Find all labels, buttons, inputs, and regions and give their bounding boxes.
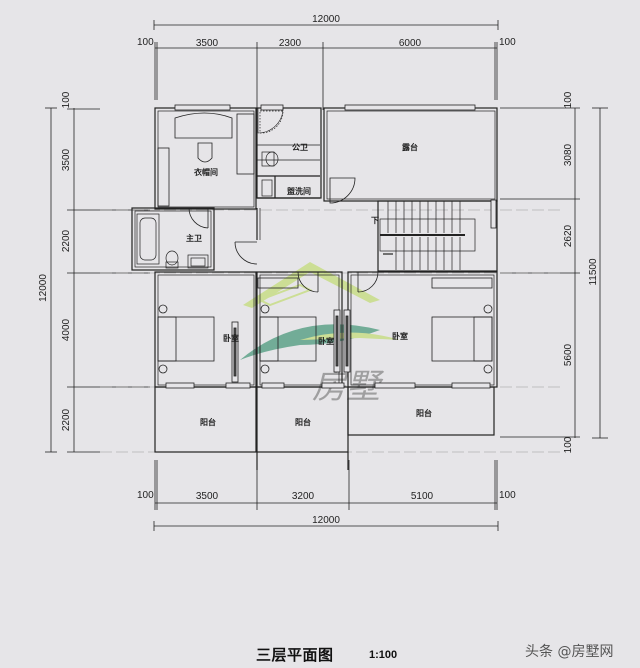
right-dimensions (500, 107, 608, 439)
plan-title: 三层平面图 (256, 646, 334, 664)
top-left-offset-dim: 100 (137, 37, 154, 48)
room-label-bedroom-1: 卧室 (223, 333, 239, 343)
bath-fixtures (136, 110, 284, 269)
door-swings (188, 107, 379, 293)
bottom-dimensions (153, 460, 499, 531)
room-label-bedroom-2: 卧室 (318, 336, 334, 346)
top-seg-1-dim: 3500 (196, 38, 219, 49)
bottom-right-offset-dim: 100 (499, 490, 516, 501)
right-seg-3-dim: 5600 (563, 343, 574, 366)
beds (157, 277, 493, 374)
right-top-offset-dim: 100 (563, 91, 574, 108)
room-label-public-bath: 公卫 (292, 143, 308, 152)
closet-fixtures (157, 112, 255, 207)
room-label-terrace: 露台 (402, 142, 418, 152)
left-top-offset-dim: 100 (61, 91, 72, 108)
left-total-dim: 12000 (38, 274, 49, 302)
bottom-total-dim: 12000 (312, 515, 340, 526)
source-watermark: 头条 @房墅网 (525, 644, 614, 660)
left-dimensions (45, 107, 150, 453)
room-label-bedroom-3: 卧室 (392, 331, 408, 341)
staircase (379, 201, 476, 270)
right-total-dim: 11500 (588, 258, 599, 286)
room-label-master-bath: 主卫 (186, 233, 202, 243)
top-total-dim: 12000 (312, 14, 340, 25)
left-seg-3-dim: 4000 (61, 318, 72, 341)
right-bottom-offset-dim: 100 (563, 436, 574, 453)
top-seg-2-dim: 2300 (279, 38, 302, 49)
left-seg-1-dim: 3500 (61, 148, 72, 171)
plan-scale: 1:100 (369, 649, 398, 661)
right-seg-2-dim: 2620 (563, 224, 574, 247)
bottom-seg-2-dim: 3200 (292, 491, 315, 502)
bottom-seg-1-dim: 3500 (196, 491, 219, 502)
stair-down-label: 下 (371, 216, 379, 225)
right-seg-1-dim: 3080 (563, 143, 574, 166)
room-label-laundry: 盥洗间 (287, 186, 311, 196)
room-label-balcony-2: 阳台 (295, 417, 311, 427)
room-label-balcony-3: 阳台 (416, 408, 432, 418)
room-label-balcony-1: 阳台 (200, 417, 216, 427)
room-label-closet: 衣帽间 (194, 167, 218, 177)
bottom-seg-3-dim: 5100 (411, 491, 434, 502)
top-seg-3-dim: 6000 (399, 38, 422, 49)
top-dimensions (153, 20, 499, 110)
left-seg-4-dim: 2200 (61, 408, 72, 431)
windows (165, 104, 491, 389)
walls (131, 107, 498, 470)
top-right-offset-dim: 100 (499, 37, 516, 48)
bottom-left-offset-dim: 100 (137, 490, 154, 501)
sliding-doors (231, 199, 497, 383)
left-seg-2-dim: 2200 (61, 229, 72, 252)
